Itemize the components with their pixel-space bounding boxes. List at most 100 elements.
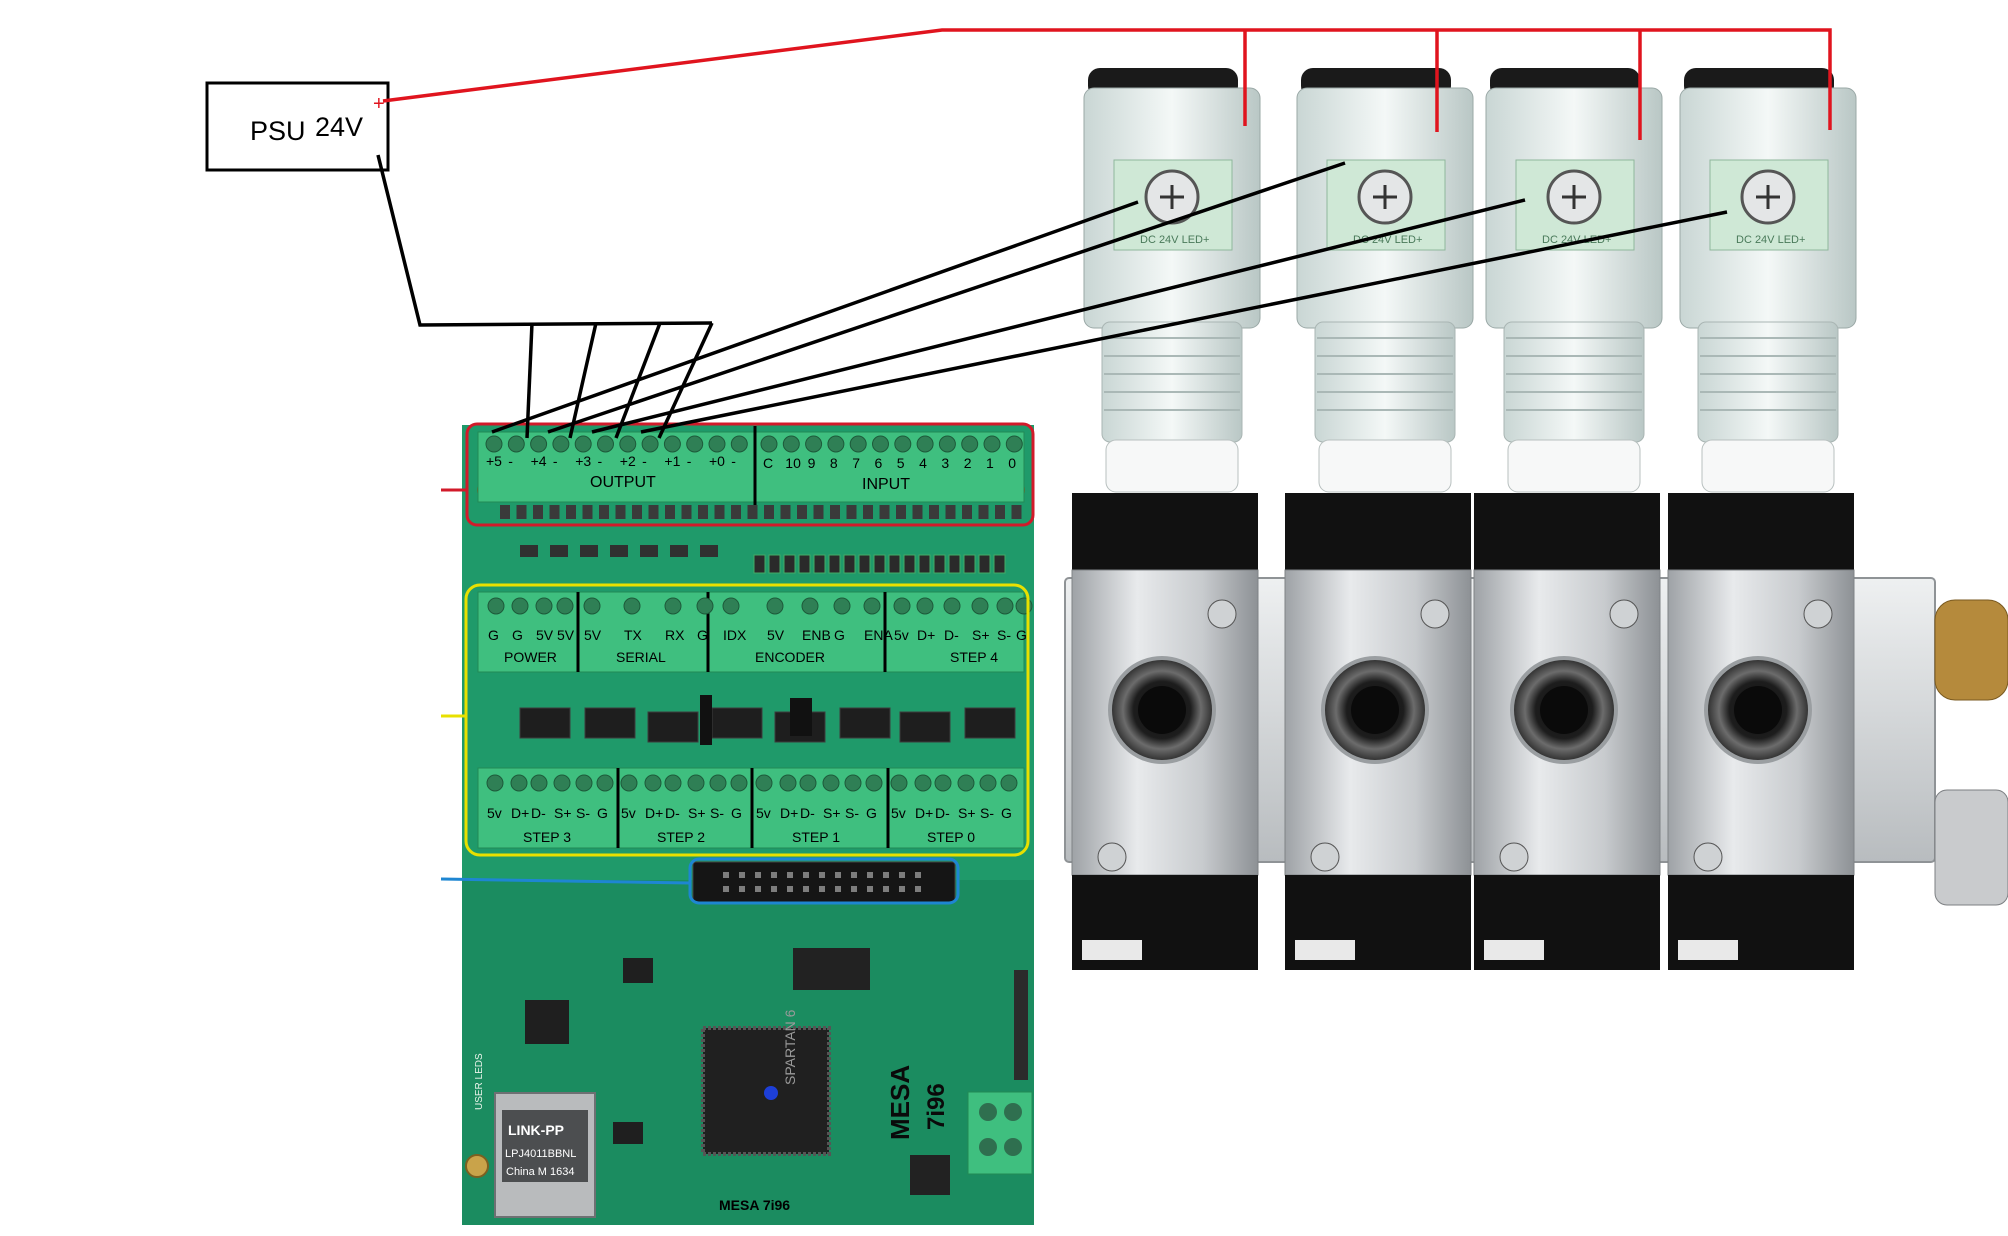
smd-component [714,505,725,519]
input-pin-label: 6 [875,455,883,471]
psu-box [205,81,390,172]
terminal-screw [722,597,740,615]
terminal-pin-label: D+ [645,805,663,821]
valve-bottom-plate [1484,940,1544,960]
coil-neck-ring [1318,439,1452,493]
terminal-pin-label: 5v [621,805,636,821]
smd-component [533,505,543,519]
smd-led [948,554,961,574]
ethernet-jack-face [502,1110,588,1182]
terminal-screw [755,774,773,792]
smd-component [863,505,873,519]
ribbon-pin [915,886,921,892]
wiring [376,28,1832,439]
valve-screw [1693,842,1723,872]
output-terminal-screw [708,435,726,453]
output-pin-label: +4 [531,453,547,469]
input-pin-label: 3 [941,455,949,471]
terminal-pin-label: S+ [688,805,706,821]
terminal-pin-label: 5v [894,627,909,643]
output-pin-label: - [642,453,647,469]
terminal-screw [779,774,797,792]
input-terminal-screw [782,435,800,453]
jumper-pins [790,698,812,736]
valve-body-top [1474,493,1660,573]
smd-part [580,545,598,557]
terminal-screw [979,774,997,792]
smd-component [549,505,560,519]
ribbon-pin [755,872,761,878]
ribbon-pin [851,872,857,878]
mount-hole [465,1154,489,1178]
smd-component [797,505,807,519]
terminal-screw [709,774,727,792]
input-pin-label: 2 [964,455,972,471]
terminal-screw [893,597,911,615]
terminal-pin-label: G [731,805,742,821]
output-signal-wire [640,210,1728,434]
input-pin-label: 10 [785,455,801,471]
terminal-pin-label: S+ [972,627,990,643]
exhaust-fitting-brass [1934,599,2008,701]
smd-component [962,505,972,519]
connector-highlight-lead [440,877,691,885]
smd-led [888,554,901,574]
input-pin-label: 1 [986,455,994,471]
terminal-screw [620,774,638,792]
valve-screw [1609,599,1639,629]
driver-ic [711,707,763,739]
terminal-screw [510,774,528,792]
output-pin-label: +3 [575,453,591,469]
ribbon-pin [771,886,777,892]
ribbon-pin [915,872,921,878]
ribbon-pin [723,872,729,878]
psu-voltage: 24V [315,112,363,142]
valve-bottom-plate [1082,940,1142,960]
input-pin-label: 4 [919,455,927,471]
output-pin-label: +1 [664,453,680,469]
smd-component [632,505,642,519]
jumper-pins [700,695,712,745]
smd-component [582,505,593,519]
terminal-group-label: ENCODER [755,649,825,665]
terminal-screw [863,597,881,615]
terminal-screw [890,774,908,792]
terminal-pin-label: 5V [557,627,575,643]
ethernet-brand: LINK-PP [508,1122,564,1138]
smd-component [978,505,989,519]
ribbon-pin [755,886,761,892]
input-terminal-screw [827,435,845,453]
valve-bank: DC 24V LED+DC 24V LED+DC 24V LED+DC 24V … [1064,68,2008,970]
ribbon-pin [835,872,841,878]
terminal-pin-label: S- [845,805,859,821]
input-terminal-screw [760,435,778,453]
terminal-pin-label: G [488,627,499,643]
smd-component [698,505,708,519]
smd-component [1011,505,1022,519]
psu: PSU 24V + [205,81,390,172]
output-signal-wire [591,198,1526,434]
ic-chip [613,1122,643,1144]
coil-label: DC 24V LED+ [1542,234,1611,246]
terminal-pin-label: S+ [958,805,976,821]
coil-neck [1314,321,1456,443]
valve-screw [1420,599,1450,629]
input-section-label: INPUT [862,476,910,493]
terminal-pin-label: 5v [891,805,906,821]
terminal-screw [530,774,548,792]
solenoid-valve: DC 24V LED+ [1071,68,1261,970]
valve-bottom-plate [1295,940,1355,960]
terminal-pin-label: 5V [767,627,785,643]
terminal-pin-label: G [512,627,523,643]
valve-screw [1310,842,1340,872]
ribbon-pin [851,886,857,892]
smd-led [813,554,826,574]
smd-led [858,554,871,574]
negative-wire-drop [657,322,714,439]
terminal-screw [664,774,682,792]
smd-component [764,505,774,519]
terminal-screw [535,597,553,615]
output-highlight [465,422,1035,527]
